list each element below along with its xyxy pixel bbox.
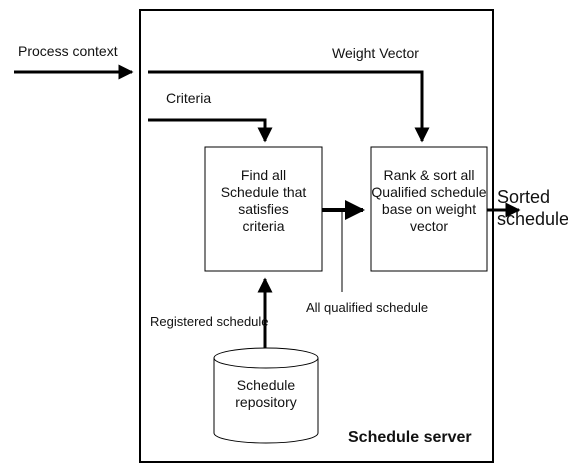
sorted-schedule-label: Sorted schedule — [497, 186, 568, 230]
rank-box-line: vector — [409, 218, 449, 234]
criteria-label: Criteria — [166, 90, 212, 106]
process-context-label: Process context — [18, 43, 118, 59]
rank-box-line: base on weight — [381, 201, 477, 217]
criteria-arrow — [148, 118, 273, 143]
rank-sort-box — [370, 146, 488, 272]
find-box-text: Find all Schedule that satisfies criteri… — [205, 167, 322, 235]
schedule-server-label: Schedule server — [348, 429, 472, 446]
rank-box-line: Rank & sort all — [383, 167, 475, 183]
schedule-server-boundary — [139, 9, 494, 463]
find-box-line: Schedule that — [220, 184, 307, 200]
rank-box-line: Qualified schedule — [371, 184, 487, 200]
weight-vector-label: Weight Vector — [332, 45, 419, 61]
find-box-line: criteria — [242, 218, 285, 234]
sorted-schedule-line: schedule — [497, 209, 568, 229]
repository-line: Schedule — [236, 377, 296, 393]
registered-schedule-label: Registered schedule — [150, 314, 269, 329]
weight-vector-arrow — [148, 70, 430, 143]
schedule-repository-cylinder — [213, 347, 319, 444]
sorted-schedule-line: Sorted — [497, 187, 551, 207]
find-box-line: satisfies — [238, 201, 289, 217]
find-box-line: Find all — [240, 167, 287, 183]
all-qualified-label: All qualified schedule — [306, 300, 429, 315]
repository-text: Schedule repository — [214, 377, 318, 411]
find-schedule-box — [204, 146, 323, 272]
repository-line: repository — [235, 394, 297, 410]
rank-box-text: Rank & sort all Qualified schedule base … — [371, 167, 487, 235]
